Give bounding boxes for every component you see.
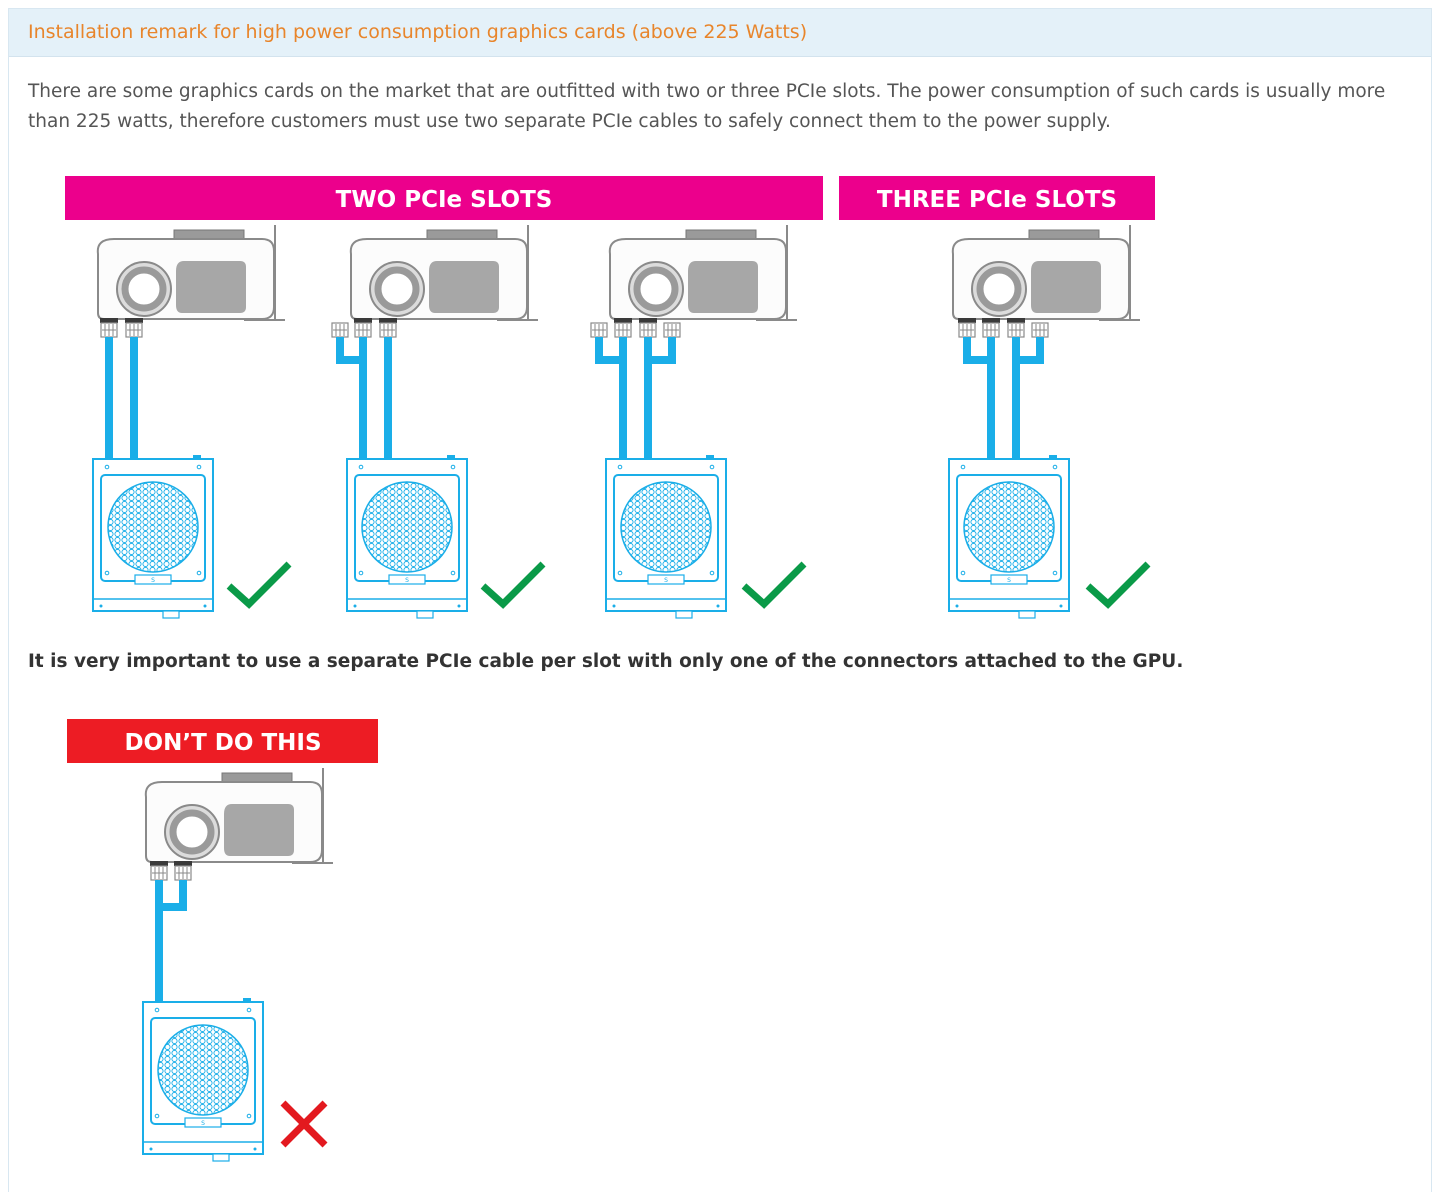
pcie-cable: [963, 337, 995, 459]
pcie-connector-icon: [663, 322, 681, 338]
two-slots-banner: TWO PCIe SLOTS: [65, 176, 823, 220]
graphics-card-icon: [98, 225, 285, 320]
pcie-connector-icon: [639, 322, 657, 338]
pcie-connector-icon: [958, 322, 976, 338]
pcie-cable: [644, 337, 676, 459]
dont-banner: DON’T DO THIS: [67, 719, 378, 763]
config-two-cables-a: [92, 225, 289, 619]
pcie-connector-icon: [150, 865, 168, 881]
power-supply-icon: [92, 454, 214, 619]
pcie-connector-icon: [100, 322, 118, 338]
checkmark-icon: [229, 564, 289, 604]
graphics-card-icon: [953, 225, 1140, 320]
pcie-connector-icon: [982, 322, 1000, 338]
checkmark-icon: [1088, 564, 1148, 604]
pcie-connector-icon: [1007, 322, 1025, 338]
config-two-cables-b: [331, 225, 543, 619]
dont-label: DON’T DO THIS: [124, 730, 321, 756]
checkmark-icon: [744, 564, 804, 604]
config-two-cables-c: [590, 225, 804, 619]
pcie-connector-icon: [379, 322, 397, 338]
pcie-cable: [105, 337, 113, 459]
power-supply-icon: [948, 454, 1070, 619]
cross-icon: [280, 1100, 328, 1148]
pcie-connector-icon: [331, 322, 349, 338]
panel-heading: Installation remark for high power consu…: [9, 9, 1431, 57]
important-note: It is very important to use a separate P…: [28, 651, 1184, 672]
panel-title: Installation remark for high power consu…: [28, 21, 808, 43]
pcie-cable: [155, 880, 187, 1002]
pcie-cable: [130, 337, 138, 459]
power-supply-icon: [142, 997, 264, 1162]
intro-paragraph: There are some graphics cards on the mar…: [28, 81, 1386, 132]
pcie-connector-icon: [614, 322, 632, 338]
pcie-cable: [384, 337, 392, 459]
config-three-slots: [948, 225, 1148, 619]
pcie-cable: [595, 337, 627, 459]
graphics-card-icon: [146, 768, 333, 863]
pcie-cable: [1012, 337, 1044, 459]
pcie-connector-icon: [174, 865, 192, 881]
graphics-card-icon: [610, 225, 797, 320]
pcie-connector-icon: [354, 322, 372, 338]
pcie-connector-icon: [590, 322, 608, 338]
three-slots-banner: THREE PCIe SLOTS: [839, 176, 1155, 220]
power-supply-icon: [605, 454, 727, 619]
pcie-cable: [336, 337, 367, 459]
power-supply-icon: [346, 454, 468, 619]
config-dont-do-this: [142, 768, 333, 1162]
two-slots-label: TWO PCIe SLOTS: [336, 187, 553, 213]
three-slots-label: THREE PCIe SLOTS: [877, 187, 1117, 213]
pcie-connector-icon: [125, 322, 143, 338]
checkmark-icon: [483, 564, 543, 604]
pcie-connector-icon: [1031, 322, 1049, 338]
graphics-card-icon: [351, 225, 538, 320]
